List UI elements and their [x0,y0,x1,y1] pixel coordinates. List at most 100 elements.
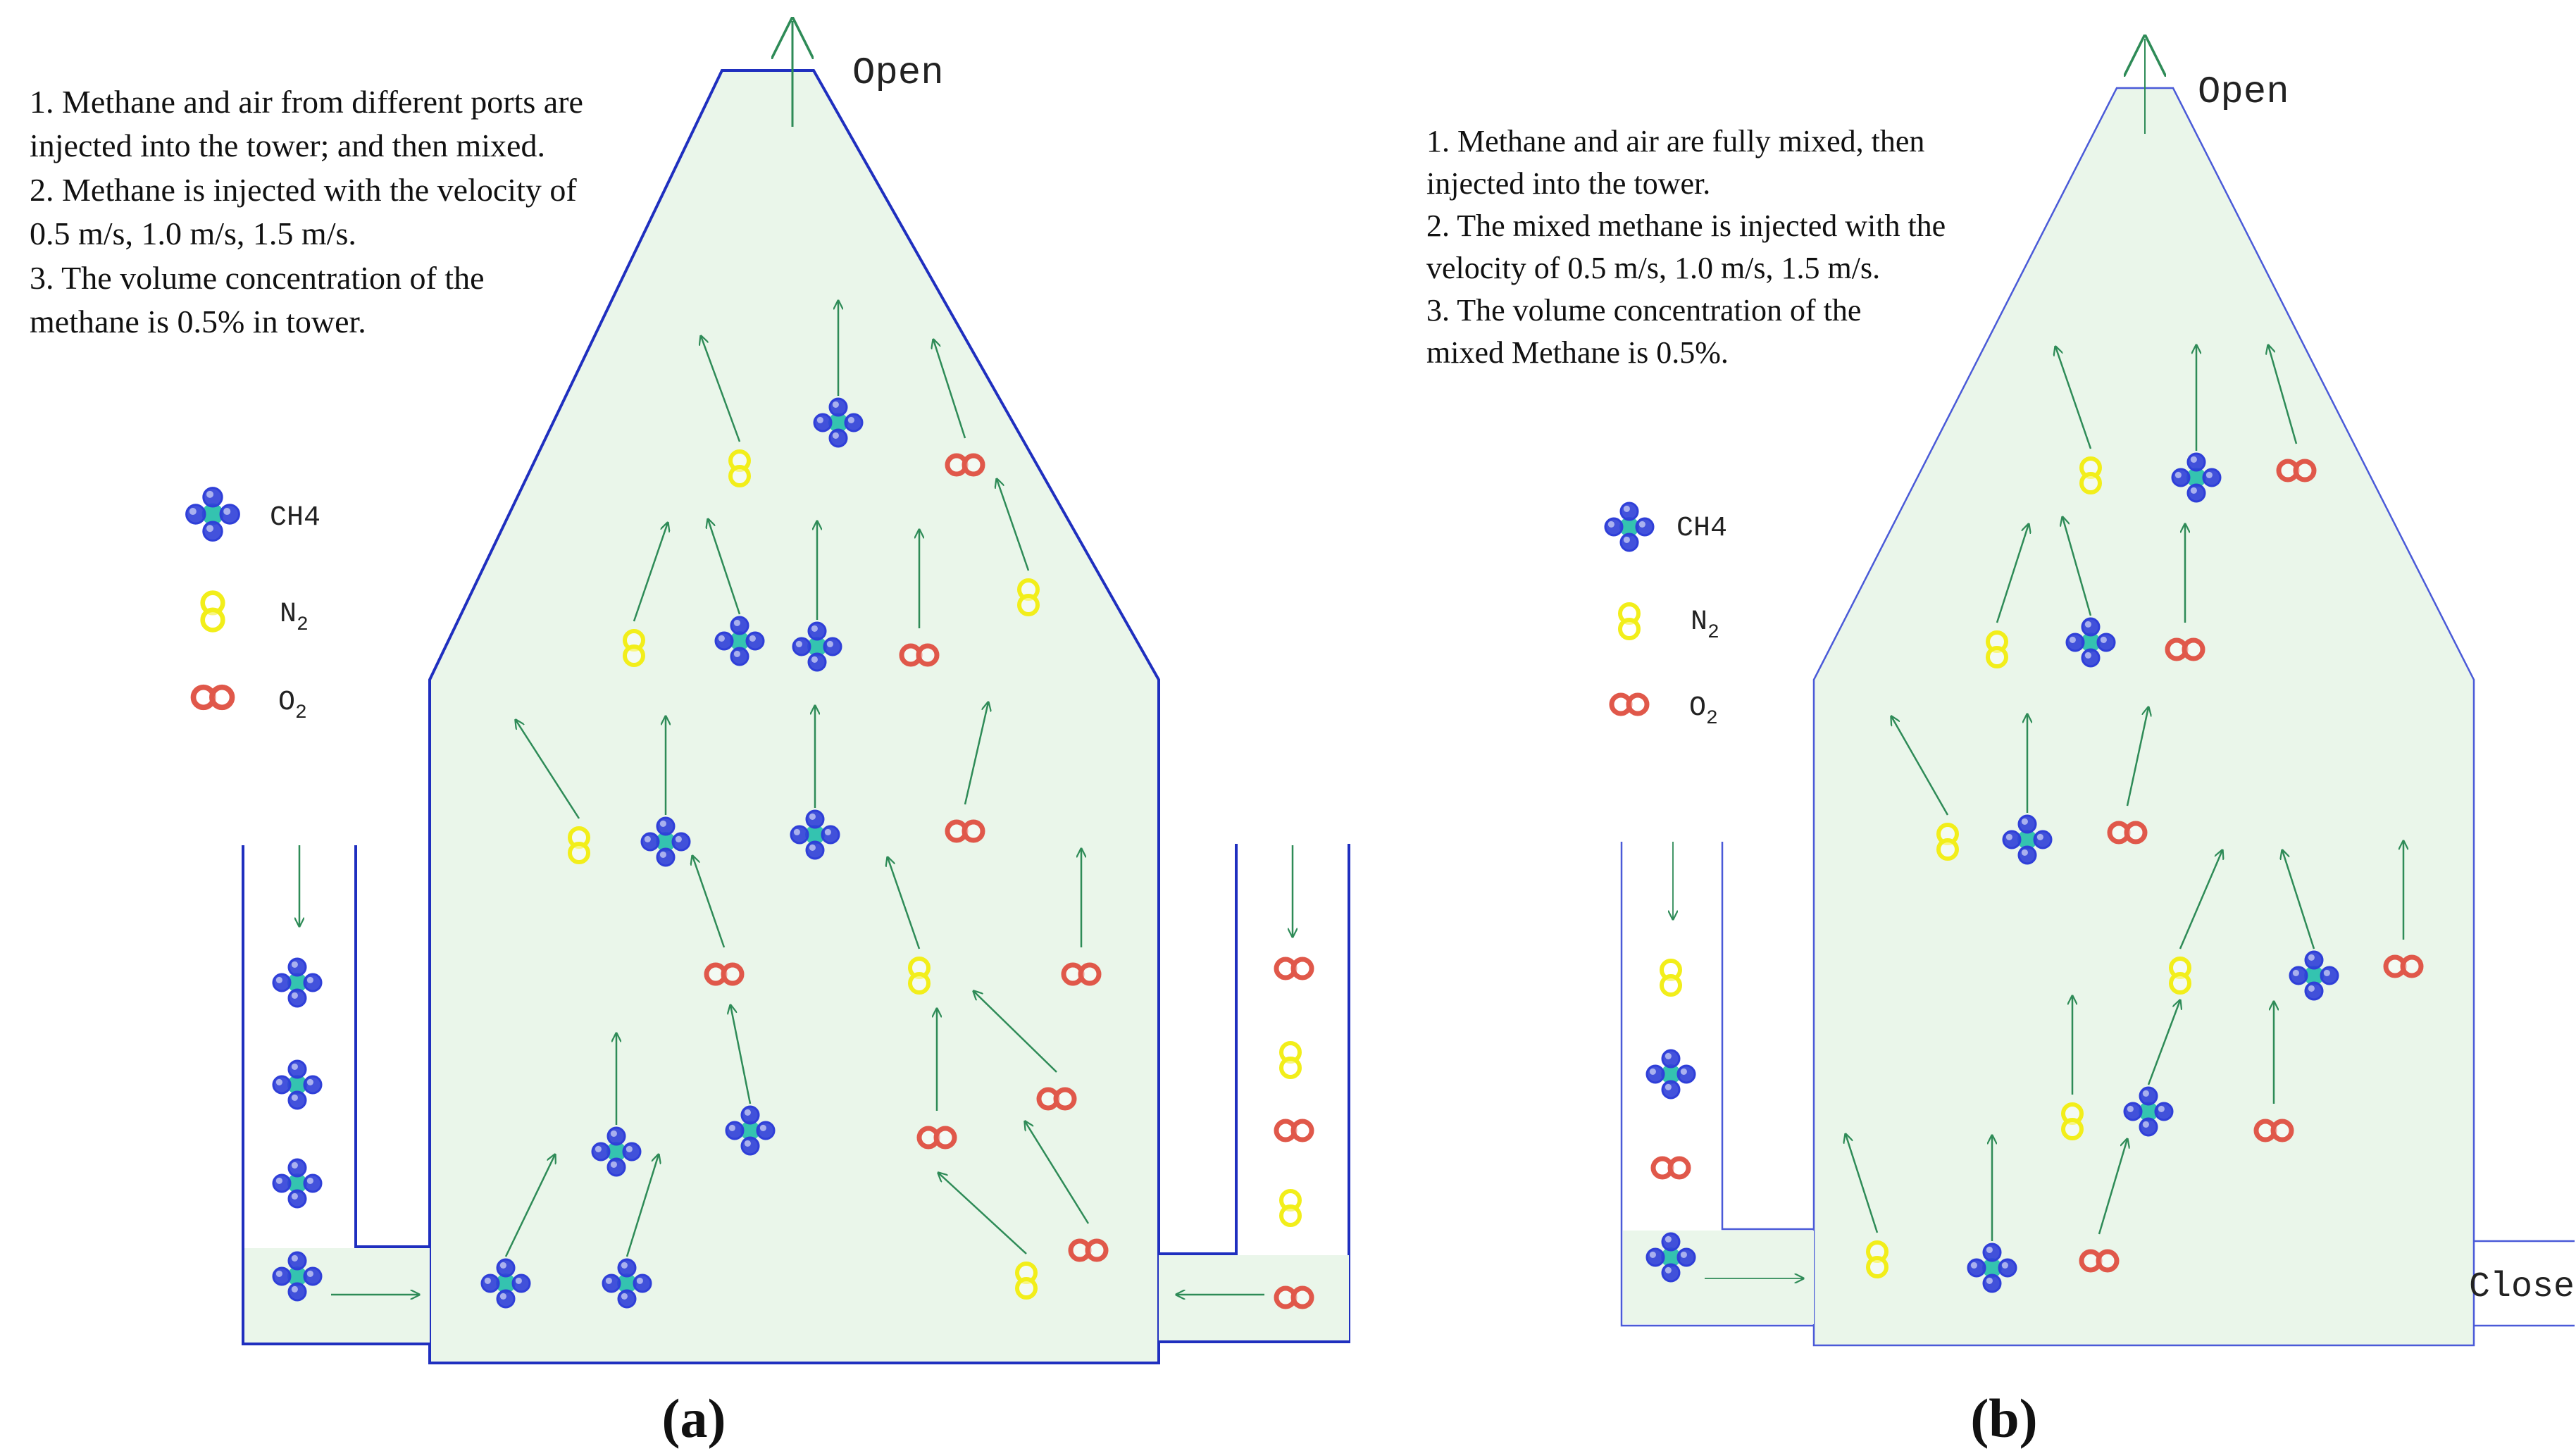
o2-molecule [1274,957,1314,980]
tower-a-outline [428,69,1160,1364]
n2-legend-label: N2 [1691,606,1719,644]
n2-molecule [997,479,1040,616]
ch4-molecule [792,521,842,672]
ch4-molecule [2002,714,2053,865]
o2-molecule [1025,1121,1109,1262]
n2-molecule [1846,1134,1889,1278]
ch4-molecule [272,1158,323,1209]
notes-a: 1. Methane and air from different ports … [30,84,583,340]
o2-molecule [692,856,745,986]
open-label-a: Open [852,52,944,95]
n2-molecule [2169,850,2222,995]
left-inlet-channel-b [1620,842,1814,1327]
o2-molecule [1274,1119,1314,1142]
note-line: 1. Methane and air from different ports … [30,84,583,120]
ch4-molecule [2123,1000,2180,1137]
open-label-b: Open [2198,71,2289,114]
note-line: 3. The volume concentration of the [30,260,485,296]
right-inlet-channel-a [1159,844,1350,1343]
ch4-molecule [1645,1232,1696,1283]
ch4-molecule [640,716,691,867]
tower-molecules-a [480,301,1109,1309]
o2-molecule [945,702,988,843]
o2-molecule [933,340,985,477]
ch4-legend-label: CH4 [270,502,321,534]
left-inlet-channel-a [242,845,430,1345]
n2-molecule [1279,1189,1302,1227]
notes-b: 1. Methane and air are fully mixed, then… [1426,124,1946,370]
n2-molecule [1986,524,2029,668]
o2-molecule [973,991,1077,1111]
n2-molecule [1891,716,1959,861]
legend-a: CH4 N2 O2 [185,487,321,724]
ch4-molecule [725,1005,776,1156]
ch4-molecule [708,519,765,666]
n2-molecule [516,720,590,864]
inlet-molecules-a [272,957,1314,1309]
o2-molecule [2383,841,2424,978]
o2-molecule [2165,524,2205,661]
o2-molecule [2079,1139,2127,1273]
tower-b-outline [1812,87,2475,1347]
ch4-molecule [591,1033,642,1177]
ch4-legend-icon [185,487,240,542]
o2-molecule [916,1009,957,1150]
n2-molecule [2061,996,2084,1140]
ch4-molecule [272,957,323,1008]
n2-molecule [623,523,668,667]
n2-legend-icon [200,590,225,633]
ch4-molecule [2282,850,2339,1001]
ch4-molecule [1645,1049,1696,1100]
ch4-molecule [2171,345,2222,503]
n2-molecule [1660,959,1682,997]
ch4-molecule [2062,517,2116,668]
note-line: 2. Methane is injected with the velocity… [30,172,577,208]
close-label-b: Close [2469,1267,2575,1307]
o2-legend-label: O2 [1689,692,1718,730]
n2-molecule [1279,1041,1302,1079]
o2-legend-icon [190,684,235,711]
o2-molecule [1274,1285,1314,1309]
o2-legend-label: O2 [278,687,307,724]
note-line: injected into the tower. [1426,166,1710,201]
ch4-molecule [272,1059,323,1110]
note-line: 2. The mixed methane is injected with th… [1426,208,1946,243]
note-line: 1. Methane and air are fully mixed, then [1426,124,1924,158]
note-line: mixed Methane is 0.5%. [1426,335,1729,370]
ch4-molecule [480,1154,555,1309]
tower-molecules-b [1846,345,2424,1293]
n2-molecule [701,336,751,487]
ch4-molecule [1967,1135,2017,1293]
right-inlet-fill-a [1159,1255,1349,1340]
ch4-molecule [272,1251,323,1302]
right-closed-port-b [2474,1240,2575,1327]
caption-a: (a) [662,1388,726,1449]
note-line: methane is 0.5% in tower. [30,304,366,340]
n2-molecule [2055,347,2102,494]
n2-legend-label: N2 [280,599,309,636]
o2-legend-icon [1609,692,1650,716]
note-line: injected into the tower; and then mixed. [30,127,545,163]
note-line: velocity of 0.5 m/s, 1.0 m/s, 1.5 m/s. [1426,251,1880,285]
o2-molecule [2107,707,2148,845]
ch4-molecule [790,706,840,860]
n2-molecule [888,857,931,995]
left-inlet-fill-b [1623,1231,1814,1324]
o2-molecule [2253,1002,2294,1142]
o2-molecule [2268,345,2317,482]
inlet-molecules-b [1645,959,1696,1283]
o2-molecule [899,530,940,667]
o2-molecule [1061,849,1102,986]
ch4-legend-label: CH4 [1676,513,1727,544]
n2-molecule [938,1173,1038,1300]
ch4-legend-icon [1604,502,1655,552]
panel-a: Open 1. Methane and air from different p… [30,21,1350,1449]
ch4-molecule [602,1154,659,1309]
note-line: 0.5 m/s, 1.0 m/s, 1.5 m/s. [30,216,356,251]
legend-b: CH4 N2 O2 [1604,502,1727,730]
ch4-molecule [813,301,864,448]
panel-b: Close Open 1. Methane and air are fully … [1426,39,2575,1449]
n2-legend-icon [1618,602,1641,640]
o2-molecule [1650,1156,1691,1180]
